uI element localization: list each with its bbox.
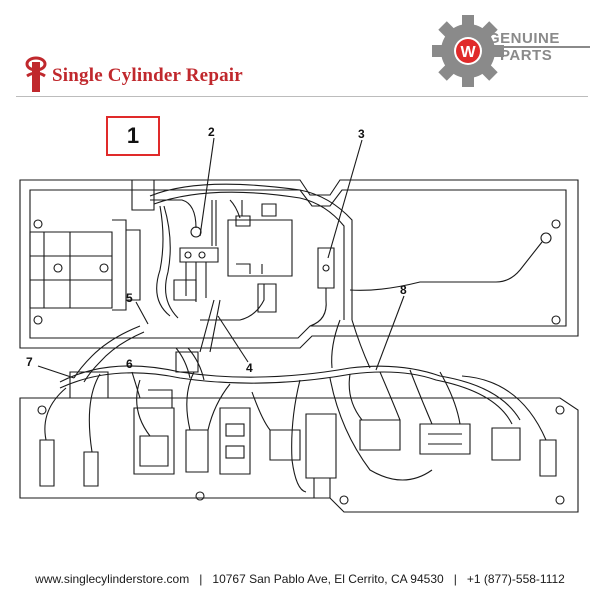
leader-4 <box>217 315 249 363</box>
callout-7: 7 <box>26 355 33 369</box>
leader-8 <box>375 295 405 371</box>
gear-icon: W <box>432 15 504 87</box>
footer-separator: | <box>199 572 203 586</box>
leader-3 <box>327 139 363 259</box>
genuine-parts-badge: W <box>432 15 590 87</box>
lower-panel <box>19 299 579 513</box>
badge-letter: W <box>460 44 476 61</box>
callout-3: 3 <box>358 127 365 141</box>
footer-separator: | <box>453 572 457 586</box>
callout-8: 8 <box>400 283 407 297</box>
callout-5: 5 <box>126 291 133 305</box>
header-divider <box>16 96 588 97</box>
footer-phone[interactable]: +1 (877)-558-1112 <box>466 572 565 586</box>
callout-1-label: 1 <box>126 123 140 148</box>
footer-address: 10767 San Pablo Ave, El Cerrito, CA 9453… <box>212 572 444 586</box>
brand[interactable]: Single Cylinder Repair <box>24 52 243 100</box>
badge-bottom-text: PARTS <box>500 47 553 64</box>
upper-panel <box>19 179 579 349</box>
page-header: Single Cylinder Repair W GENUINE PARTS <box>0 0 600 100</box>
callouts: 2 3 4 5 6 7 8 <box>26 125 407 399</box>
callout-4: 4 <box>246 361 253 375</box>
leader-6 <box>131 371 141 399</box>
leader-2 <box>199 137 215 237</box>
footer-website-link[interactable]: www.singlecylinderstore.com <box>35 572 190 586</box>
callout-2: 2 <box>208 125 215 139</box>
callout-6: 6 <box>126 357 133 371</box>
badge-top-text: GENUINE <box>488 30 560 47</box>
leader-7 <box>37 365 75 379</box>
genuine-parts-text: GENUINE PARTS <box>488 30 560 64</box>
brand-logo-icon <box>25 56 47 92</box>
brand-name: Single Cylinder Repair <box>52 65 243 86</box>
wiring-diagram: 2 3 4 5 6 7 8 <box>19 125 579 513</box>
leader-5 <box>135 301 149 325</box>
callout-1-highlight[interactable]: 1 <box>106 116 160 156</box>
footer: www.singlecylinderstore.com | 10767 San … <box>0 572 600 596</box>
